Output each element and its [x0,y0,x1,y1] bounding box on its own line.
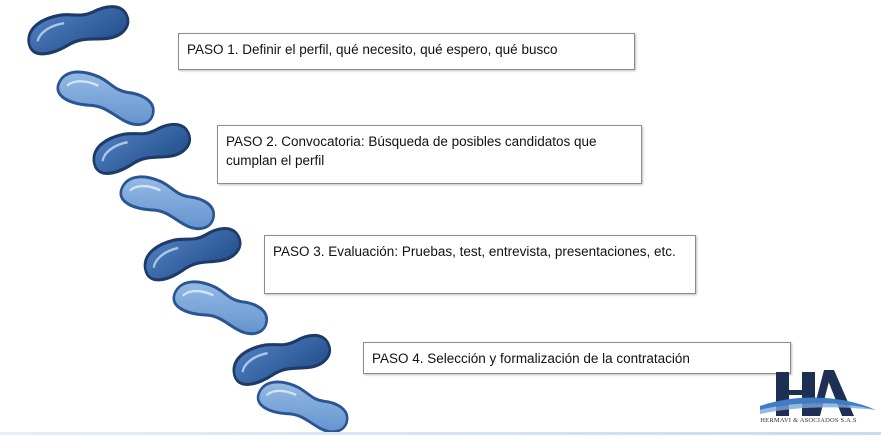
step-2-text: PASO 2. Convocatoria: Búsqueda de posibl… [226,134,597,168]
footprint-dark-3 [137,219,246,286]
step-1-text: PASO 1. Definir el perfil, qué necesito,… [187,42,558,57]
footprint-dark-2 [87,115,195,179]
bottom-divider [0,432,881,435]
footprint-light-3 [168,273,274,341]
step-4-text: PASO 4. Selección y formalización de la … [372,351,690,366]
footprint-light-2 [115,168,221,236]
company-logo [760,370,876,416]
step-3-text: PASO 3. Evaluación: Pruebas, test, entre… [273,244,676,259]
footprint-dark-1 [22,0,133,59]
step-3-box: PASO 3. Evaluación: Pruebas, test, entre… [264,235,696,294]
company-name: HERMAVI & ASOCIADOS S.A.S [760,417,857,424]
footprint-light-1 [52,63,161,132]
step-2-box: PASO 2. Convocatoria: Búsqueda de posibl… [217,125,642,184]
footprint-dark-4 [227,326,335,390]
footprint-light-4 [253,373,354,437]
step-4-box: PASO 4. Selección y formalización de la … [363,342,791,374]
step-1-box: PASO 1. Definir el perfil, qué necesito,… [178,33,635,70]
